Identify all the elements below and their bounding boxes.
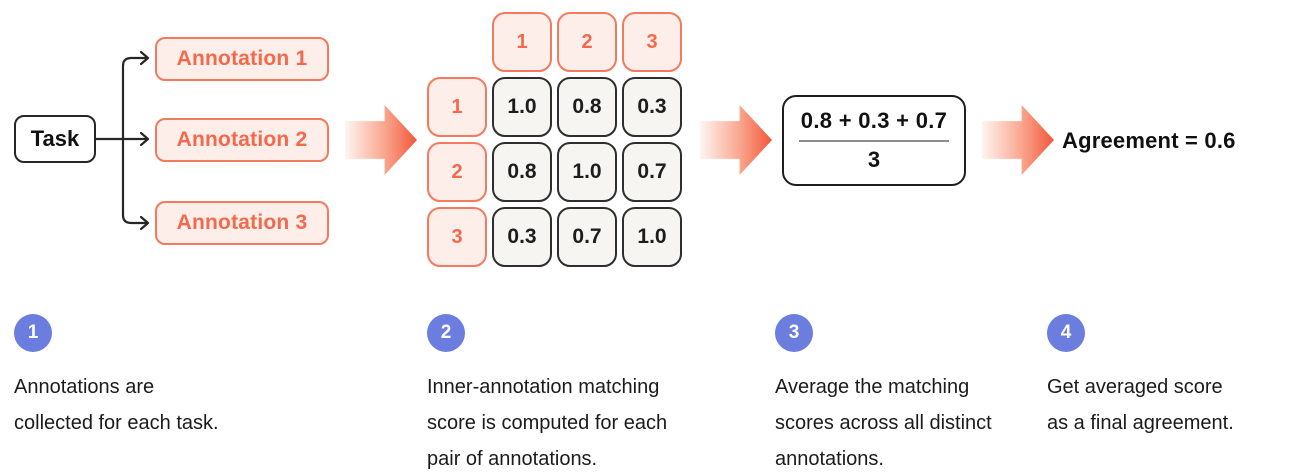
caption-line: Inner-annotation matching bbox=[427, 376, 660, 398]
fraction-numerator: 0.8 + 0.3 + 0.7 bbox=[800, 108, 948, 133]
step-3-badge: 3 bbox=[775, 314, 813, 352]
task-node: Task bbox=[14, 115, 96, 163]
caption-line: Average the matching bbox=[775, 376, 970, 398]
step-1-caption: Annotations are collected for each task. bbox=[14, 369, 219, 441]
step-4-caption: Get averaged score as a final agreement. bbox=[1047, 369, 1234, 441]
caption-line: score is computed for each bbox=[427, 412, 668, 434]
step-2-caption: Inner-annotation matching score is compu… bbox=[427, 369, 667, 472]
annotation-2-node: Annotation 2 bbox=[155, 118, 329, 162]
matrix-cell: 0.3 bbox=[492, 207, 552, 267]
fraction-divider bbox=[799, 140, 949, 142]
flow-arrow-icon bbox=[700, 105, 772, 175]
caption-line: as a final agreement. bbox=[1047, 412, 1234, 434]
matrix-cell: 0.3 bbox=[622, 77, 682, 137]
caption-line: collected for each task. bbox=[14, 412, 219, 434]
matrix-row-header: 2 bbox=[427, 142, 487, 202]
connector-line-bottom bbox=[121, 137, 149, 225]
step-2-badge: 2 bbox=[427, 314, 465, 352]
matrix-col-header: 1 bbox=[492, 12, 552, 72]
agreement-result: Agreement = 0.6 bbox=[1062, 128, 1236, 153]
caption-line: scores across all distinct bbox=[775, 412, 992, 434]
matrix-cell: 1.0 bbox=[492, 77, 552, 137]
matrix-cell: 0.7 bbox=[622, 142, 682, 202]
step-4-badge: 4 bbox=[1047, 314, 1085, 352]
matrix-col-header: 3 bbox=[622, 12, 682, 72]
arrowhead-bottom-icon bbox=[139, 215, 150, 231]
matrix-row-header: 1 bbox=[427, 77, 487, 137]
caption-line: Get averaged score bbox=[1047, 376, 1223, 398]
arrowhead-top-icon bbox=[139, 50, 150, 66]
caption-line: pair of annotations. bbox=[427, 448, 598, 470]
connector-line-top bbox=[121, 56, 149, 141]
step-4: 4 Get averaged score as a final agreemen… bbox=[1047, 314, 1234, 441]
matrix-cell: 0.7 bbox=[557, 207, 617, 267]
matrix-row-header: 3 bbox=[427, 207, 487, 267]
matrix-cell: 1.0 bbox=[557, 142, 617, 202]
step-1: 1 Annotations are collected for each tas… bbox=[14, 314, 219, 441]
matrix-cell: 1.0 bbox=[622, 207, 682, 267]
annotation-1-node: Annotation 1 bbox=[155, 37, 329, 81]
matrix-col-header: 2 bbox=[557, 12, 617, 72]
average-fraction-box: 0.8 + 0.3 + 0.7 3 bbox=[782, 95, 966, 186]
step-2: 2 Inner-annotation matching score is com… bbox=[427, 314, 667, 472]
step-3-caption: Average the matching scores across all d… bbox=[775, 369, 992, 472]
matrix-cell: 0.8 bbox=[557, 77, 617, 137]
task-branch-connectors bbox=[94, 50, 150, 231]
matching-score-matrix: 1 2 3 1 1.0 0.8 0.3 2 0.8 1.0 0.7 3 0.3 … bbox=[427, 12, 682, 267]
step-1-badge: 1 bbox=[14, 314, 52, 352]
caption-line: annotations. bbox=[775, 448, 884, 470]
flow-arrow-icon bbox=[345, 105, 417, 175]
annotation-3-node: Annotation 3 bbox=[155, 201, 329, 245]
fraction-denominator: 3 bbox=[867, 147, 881, 172]
flow-arrow-icon bbox=[982, 105, 1054, 175]
arrowhead-middle-icon bbox=[139, 131, 150, 147]
matrix-cell: 0.8 bbox=[492, 142, 552, 202]
caption-line: Annotations are bbox=[14, 376, 155, 398]
step-3: 3 Average the matching scores across all… bbox=[775, 314, 992, 472]
